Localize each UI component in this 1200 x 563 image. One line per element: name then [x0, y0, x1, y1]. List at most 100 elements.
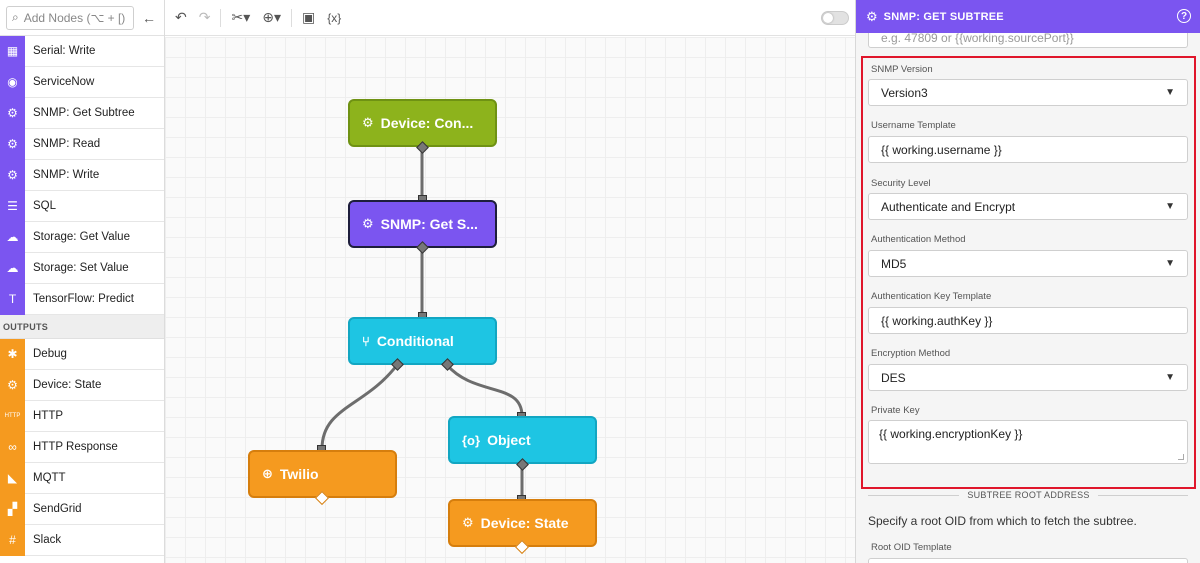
toolbar-divider	[291, 8, 292, 27]
node-object[interactable]: {o} Object	[448, 416, 597, 464]
scissors-icon[interactable]: ✂▾	[231, 9, 251, 25]
username-template-value: {{ working.username }}	[881, 142, 1002, 157]
auth-key-input[interactable]: {{ working.authKey }}	[868, 307, 1188, 334]
palette-item-label: SNMP: Write	[33, 169, 100, 181]
palette-item-debug[interactable]: ✱ Debug	[0, 338, 164, 370]
twilio-icon: ⊕	[262, 466, 273, 481]
palette-item-tensorflow-predict[interactable]: T TensorFlow: Predict	[0, 283, 164, 315]
properties-panel: ⚙ SNMP: GET SUBTREE ? e.g. 47809 or {{wo…	[855, 0, 1200, 563]
palette-item-label: TensorFlow: Predict	[33, 293, 134, 305]
snmp-version-label: SNMP Version	[871, 64, 933, 75]
username-template-label: Username Template	[871, 120, 956, 131]
private-key-label: Private Key	[871, 405, 920, 416]
palette-item-label: Storage: Set Value	[33, 262, 129, 274]
cloud-download-icon: ☁	[0, 221, 25, 253]
snmp-version-select[interactable]: Version3 ▼	[868, 79, 1188, 106]
palette-item-snmp-get-subtree[interactable]: ⚙ SNMP: Get Subtree	[0, 97, 164, 129]
private-key-textarea[interactable]: {{ working.encryptionKey }}	[868, 420, 1188, 464]
snmp-icon: ⚙	[866, 8, 878, 24]
add-nodes-search-input[interactable]: ⌕ Add Nodes (⌥ + [)	[6, 5, 134, 30]
snmp-icon: ⚙	[0, 159, 25, 191]
bug-icon: ✱	[0, 338, 25, 370]
resize-grip-icon[interactable]	[1178, 454, 1184, 460]
auth-method-select[interactable]: MD5 ▼	[868, 250, 1188, 277]
servicenow-icon: ◉	[0, 66, 25, 98]
source-port-placeholder: e.g. 47809 or {{working.sourcePort}}	[881, 33, 1074, 45]
palette-item-label: Debug	[33, 348, 67, 360]
collapse-arrow-icon[interactable]: ←	[142, 9, 156, 26]
palette-item-label: SNMP: Get Subtree	[33, 107, 135, 119]
palette-item-storage-set-value[interactable]: ☁ Storage: Set Value	[0, 252, 164, 284]
sendgrid-icon: ▞	[0, 493, 25, 525]
chevron-down-icon: ▼	[1165, 258, 1175, 269]
security-level-label: Security Level	[871, 178, 931, 189]
connection-wires	[320, 149, 524, 499]
link-icon: ∞	[0, 431, 25, 463]
palette-item-snmp-read[interactable]: ⚙SNMP: Read	[0, 128, 164, 160]
username-template-input[interactable]: {{ working.username }}	[868, 136, 1188, 163]
cloud-upload-icon: ☁	[0, 252, 25, 284]
node-label: SNMP: Get S...	[380, 216, 478, 232]
node-label: Twilio	[279, 466, 319, 482]
wire-conditional-to-twilio	[320, 364, 399, 450]
workflow-canvas[interactable]: ⚙ Device: Con... ⚙ SNMP: Get S... ⑂ Cond…	[165, 37, 855, 563]
palette-item-storage-get-value[interactable]: ☁ Storage: Get Value	[0, 221, 164, 253]
chevron-down-icon: ▼	[1165, 87, 1175, 98]
palette-item-device-state[interactable]: ⚙Device: State	[0, 369, 164, 401]
section-title: SUBTREE ROOT ADDRESS	[856, 490, 1200, 500]
comment-add-icon[interactable]: ▣	[302, 9, 316, 25]
palette-item-snmp-write[interactable]: ⚙ SNMP: Write	[0, 159, 164, 191]
search-icon: ⌕	[12, 10, 19, 24]
object-braces-icon: {o}	[462, 432, 481, 448]
rss-icon: ◣	[0, 462, 25, 494]
highlight-box	[861, 56, 1196, 489]
node-palette: ⌕ Add Nodes (⌥ + [) ← ▦Serial: Write◉Ser…	[0, 0, 165, 563]
node-device-connection[interactable]: ⚙ Device: Con...	[348, 99, 497, 147]
tensorflow-icon: T	[0, 283, 25, 315]
toggle-switch[interactable]	[821, 11, 849, 25]
variables-icon[interactable]: {x}	[327, 10, 342, 25]
database-icon: ☰	[0, 190, 25, 222]
redo-icon[interactable]: ↷	[198, 9, 211, 25]
section-title-text: SUBTREE ROOT ADDRESS	[959, 490, 1098, 500]
snmp-icon: ⚙	[0, 97, 25, 129]
private-key-value: {{ working.encryptionKey }}	[879, 427, 1023, 441]
node-device-state[interactable]: ⚙ Device: State	[448, 499, 597, 547]
palette-item-label: Storage: Get Value	[33, 231, 130, 243]
auth-key-value: {{ working.authKey }}	[881, 313, 993, 328]
security-level-value: Authenticate and Encrypt	[881, 199, 1016, 214]
auth-method-label: Authentication Method	[871, 234, 966, 245]
toolbar-divider	[220, 8, 222, 27]
palette-item-servicenow[interactable]: ◉ServiceNow	[0, 66, 164, 98]
palette-item-label: MQTT	[33, 472, 66, 484]
palette-item-sendgrid[interactable]: ▞SendGrid	[0, 493, 164, 525]
palette-item-sql[interactable]: ☰SQL	[0, 190, 164, 222]
palette-item-mqtt[interactable]: ◣ MQTT	[0, 462, 164, 494]
zoom-icon[interactable]: ⊕▾	[262, 9, 281, 25]
source-port-input[interactable]: e.g. 47809 or {{working.sourcePort}}	[868, 33, 1188, 48]
canvas-toolbar: ↶ ↷ ✂▾ ⊕▾ ▣ {x}	[165, 0, 855, 36]
palette-item-serial-write[interactable]: ▦Serial: Write	[0, 35, 164, 67]
palette-item-label: Slack	[33, 534, 62, 546]
http-icon: HTTP	[0, 400, 25, 432]
palette-item-http-response[interactable]: ∞HTTP Response	[0, 431, 164, 463]
help-icon[interactable]: ?	[1177, 9, 1191, 23]
auth-method-value: MD5	[881, 256, 907, 271]
security-level-select[interactable]: Authenticate and Encrypt ▼	[868, 193, 1188, 220]
palette-item-slack[interactable]: # Slack	[0, 524, 164, 556]
slack-icon: #	[0, 524, 25, 556]
node-snmp-get-subtree[interactable]: ⚙ SNMP: Get S...	[348, 200, 497, 248]
device-gear-icon: ⚙	[462, 515, 474, 530]
device-gear-icon: ⚙	[0, 369, 25, 401]
palette-search: ⌕ Add Nodes (⌥ + [) ←	[0, 0, 164, 36]
wire-conditional-to-object	[445, 364, 524, 417]
chevron-down-icon: ▼	[1165, 201, 1175, 212]
root-oid-label: Root OID Template	[871, 542, 952, 553]
undo-icon[interactable]: ↶	[175, 9, 187, 25]
root-oid-input[interactable]	[868, 558, 1188, 563]
encryption-method-select[interactable]: DES ▼	[868, 364, 1188, 391]
node-conditional[interactable]: ⑂ Conditional	[348, 317, 497, 365]
palette-item-label: SNMP: Read	[33, 138, 101, 150]
palette-item-label: Serial: Write	[33, 45, 96, 57]
